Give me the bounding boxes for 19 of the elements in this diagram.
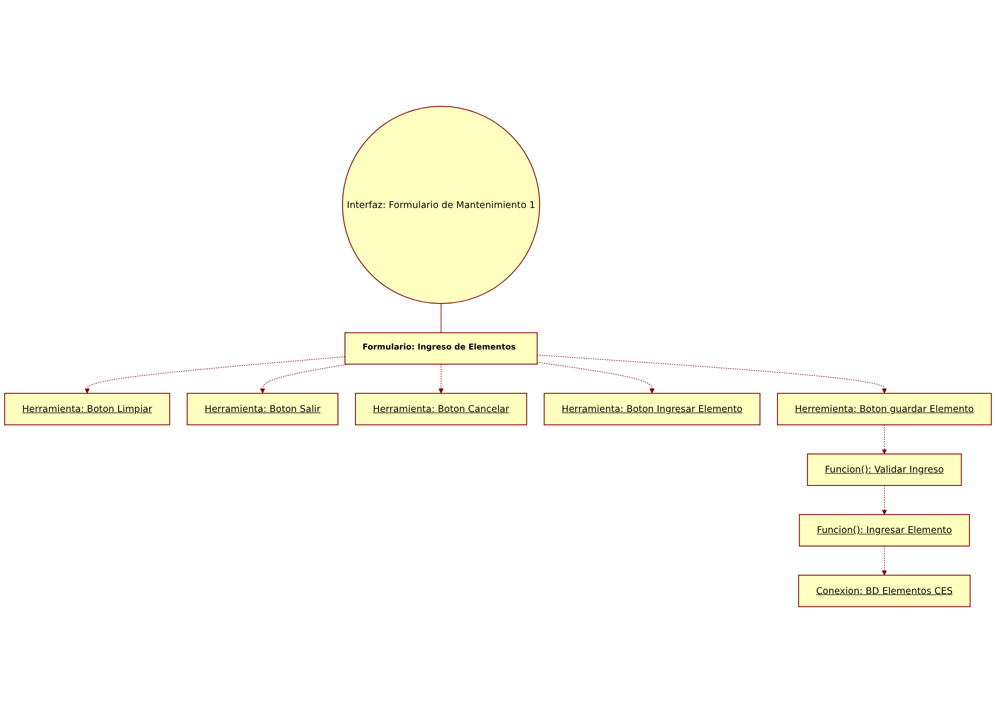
node-box: Formulario: Ingreso de Elementos — [344, 332, 538, 365]
arrow — [882, 424, 887, 454]
arrow — [260, 364, 349, 394]
arrow — [882, 485, 887, 515]
arrow — [84, 356, 346, 394]
node-box: Herramienta: Boton Ingresar Elemento — [544, 392, 760, 426]
arrow — [438, 364, 444, 394]
node-box: Herramienta: Boton Cancelar — [355, 392, 528, 426]
node-box: Funcion(): Validar Ingreso — [807, 454, 962, 486]
node-box: Herremienta: Boton guardar Elemento — [777, 392, 992, 426]
node-box: Conexion: BD Elementos CES — [798, 574, 971, 608]
connector — [440, 303, 442, 334]
node-circle: Interfaz: Formulario de Mantenimiento 1 — [342, 106, 540, 304]
arrow — [536, 362, 655, 394]
node-box: Funcion(): Ingresar Elemento — [798, 514, 970, 546]
node-box: Herramienta: Boton Salir — [186, 392, 338, 426]
arrow — [536, 354, 887, 394]
node-box: Herramienta: Boton Limpiar — [4, 392, 170, 426]
arrow — [882, 546, 887, 576]
